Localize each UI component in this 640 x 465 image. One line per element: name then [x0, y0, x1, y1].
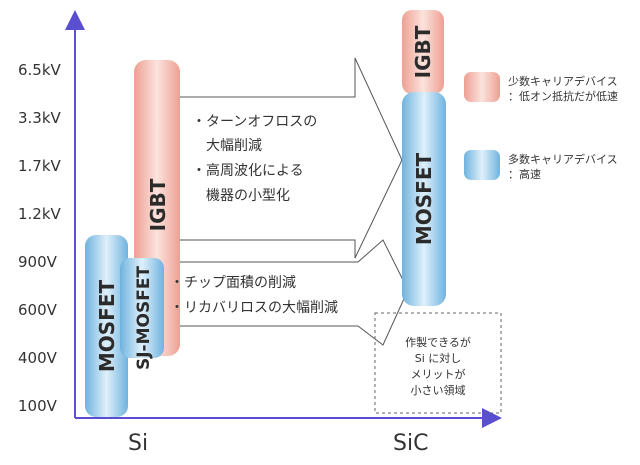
- sic-igbt-bar: [402, 10, 444, 94]
- lower-arrow-note: ・リカバリロスの大幅削減: [170, 299, 338, 316]
- legend-minority-text: ：低オン抵抗だが低速: [508, 89, 618, 103]
- y-tick-label: 1.7kV: [18, 157, 62, 175]
- si-igbt-label: IGBT: [146, 178, 170, 231]
- dashed-box-text: Si に対し: [415, 351, 462, 365]
- legend-minority-text: 少数キャリアデバイス: [508, 74, 618, 88]
- si-mosfet-label: MOSFET: [95, 280, 119, 373]
- dashed-box-text: 小さい領域: [411, 383, 466, 397]
- y-tick-label: 900V: [18, 253, 58, 271]
- si-sj-mosfet-label: SJ-MOSFET: [134, 266, 154, 370]
- x-category-label: Si: [128, 431, 148, 456]
- sic-limited-merit-region: [374, 312, 502, 414]
- si-sj-mosfet-bar: [120, 258, 164, 358]
- y-tick-label: 600V: [18, 301, 58, 319]
- upper-arrow: [177, 57, 403, 259]
- sic-mosfet-bar: [402, 92, 446, 306]
- si-mosfet-bar: [85, 235, 128, 417]
- y-tick-label: 3.3kV: [18, 109, 62, 127]
- dashed-box-text: 作製できるが: [405, 335, 471, 349]
- legend-minority-swatch: [464, 72, 500, 102]
- x-category-label: SiC: [393, 431, 428, 456]
- legend-majority-swatch: [464, 150, 500, 180]
- dashed-box-text: メリットが: [411, 367, 466, 381]
- upper-arrow-note: ・高周波化による: [192, 162, 304, 179]
- sic-mosfet-label: MOSFET: [412, 153, 436, 246]
- upper-arrow-note: 大幅削減: [192, 137, 262, 154]
- lower-arrow-note: ・チップ面積の削減: [170, 274, 296, 291]
- y-tick-label: 1.2kV: [18, 205, 62, 223]
- upper-arrow-note: 機器の小型化: [192, 188, 290, 204]
- y-tick-label: 100V: [18, 397, 58, 415]
- y-tick-label: 400V: [18, 349, 58, 367]
- lower-arrow: [161, 239, 409, 346]
- upper-arrow-note: ・ターンオフロスの: [192, 114, 317, 130]
- y-tick-label: 6.5kV: [18, 61, 62, 79]
- legend-majority-text: 多数キャリアデバイス: [508, 152, 618, 166]
- sic-igbt-label: IGBT: [411, 25, 435, 78]
- legend-majority-text: ：高速: [508, 167, 541, 181]
